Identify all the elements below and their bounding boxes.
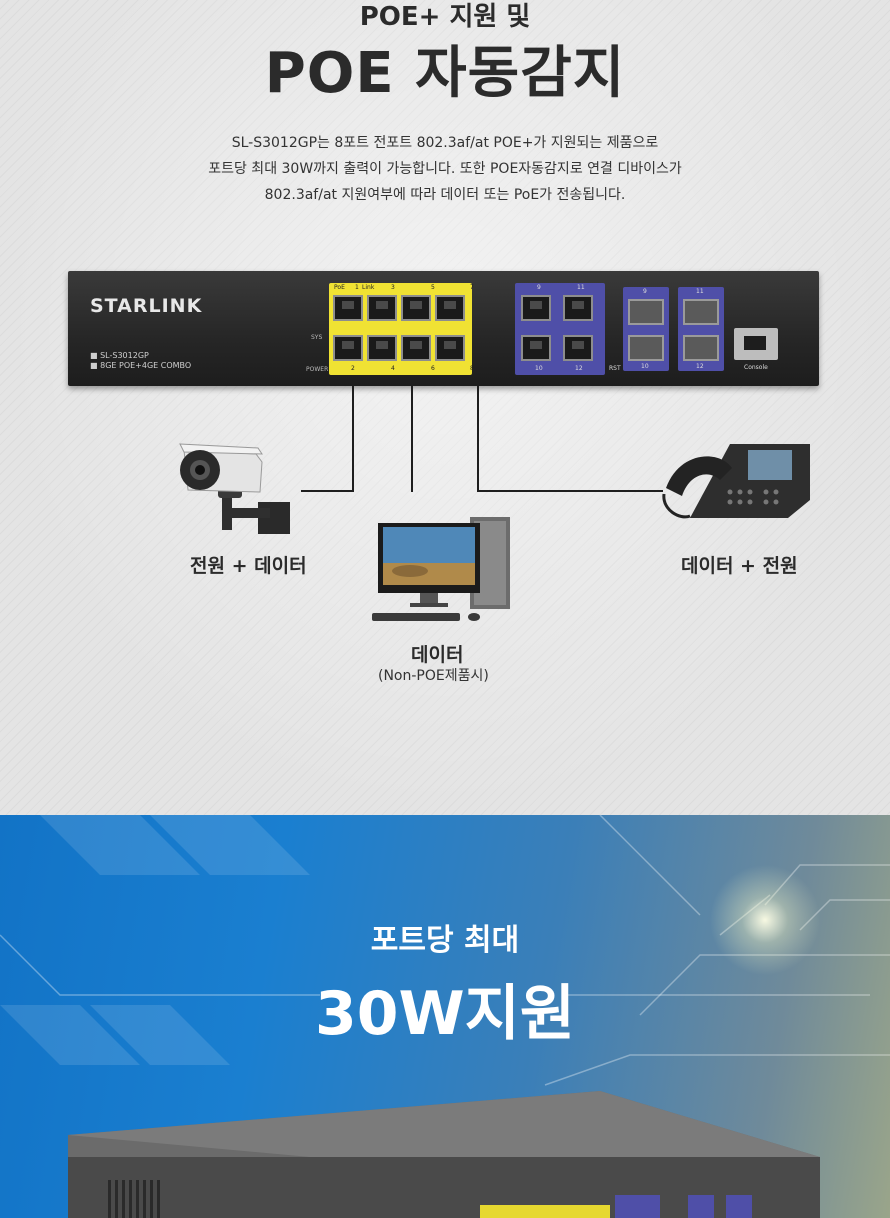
port-label: 11 — [696, 288, 704, 295]
connection-line — [301, 490, 354, 492]
ethernet-port — [563, 295, 593, 321]
switch-3d-image — [68, 1091, 820, 1218]
port-label: 11 — [577, 284, 585, 291]
sfp-port-group: 11 12 — [678, 287, 724, 371]
sfp-port-group: 9 10 — [623, 287, 669, 371]
light-glow — [700, 855, 830, 985]
power-led-label: POWER — [306, 366, 329, 373]
ethernet-port — [367, 335, 397, 361]
port-label: 1 — [355, 284, 359, 291]
port-label: 6 — [431, 365, 435, 372]
port-label: 7 — [470, 284, 474, 291]
port-label: 9 — [643, 288, 647, 295]
console-label: Console — [744, 364, 768, 371]
section-title: POE 자동감지 — [264, 41, 626, 106]
port-label: Link — [362, 284, 375, 291]
ethernet-port — [401, 335, 431, 361]
pc-label: 데이터 — [411, 644, 464, 666]
connection-line — [352, 386, 354, 492]
model-line-2: ■ 8GE POE+4GE COMBO — [90, 361, 192, 370]
ethernet-port — [333, 335, 363, 361]
max-power-section: 포트당 최대 30W지원 — [0, 815, 890, 1218]
port-label: 10 — [535, 365, 543, 372]
section-description: SL-S3012GP는 8포트 전포트 802.3af/at POE+가 지원되… — [0, 130, 890, 208]
port-label: 12 — [575, 365, 583, 372]
port-label: 12 — [696, 363, 704, 370]
port-label: 10 — [641, 363, 649, 370]
sfp-port — [628, 335, 664, 361]
circuit-background-graphic — [0, 815, 890, 1086]
port-label: 2 — [351, 365, 355, 372]
ethernet-port — [435, 335, 465, 361]
port-label: 8 — [470, 365, 474, 372]
port-label: 5 — [431, 284, 435, 291]
ip-phone-icon — [662, 444, 810, 519]
connection-line — [411, 386, 413, 492]
ethernet-port — [333, 295, 363, 321]
sfp-port — [628, 299, 664, 325]
connection-line — [477, 490, 663, 492]
section-subtitle: POE+ 지원 및 — [359, 2, 531, 32]
combo-port-group: 9 11 10 12 — [515, 283, 605, 375]
console-port — [734, 328, 778, 360]
cctv-camera-icon — [179, 443, 290, 534]
sys-led-label: SYS — [311, 334, 323, 341]
background-highlight — [0, 0, 890, 815]
ethernet-port — [435, 295, 465, 321]
connection-line — [477, 386, 479, 492]
reset-label: RST — [609, 365, 621, 372]
port-label: 4 — [391, 365, 395, 372]
description-line-2: 포트당 최대 30W까지 출력이 가능합니다. 또한 POE자동감지로 연결 디… — [208, 161, 682, 177]
ethernet-port — [563, 335, 593, 361]
phone-label: 데이터 + 전원 — [681, 555, 798, 577]
poe-port-group: PoE 1 Link 3 5 7 2 4 6 8 — [329, 283, 474, 375]
description-line-1: SL-S3012GP는 8포트 전포트 802.3af/at POE+가 지원되… — [231, 135, 659, 151]
pc-sublabel: (Non-POE제품시) — [378, 668, 489, 684]
model-line-1: ■ SL-S3012GP — [90, 351, 149, 360]
ethernet-port — [367, 295, 397, 321]
desktop-pc-icon — [372, 517, 510, 621]
sfp-port — [683, 299, 719, 325]
switch-model-text: ■ SL-S3012GP ■ 8GE POE+4GE COMBO — [90, 351, 191, 371]
port-label: PoE — [334, 284, 345, 291]
camera-label: 전원 + 데이터 — [190, 555, 307, 577]
sfp-port — [683, 335, 719, 361]
description-line-3: 802.3af/at 지원여부에 따라 데이터 또는 PoE가 전송됩니다. — [264, 187, 626, 203]
poe-auto-detect-section: POE+ 지원 및 POE 자동감지 SL-S3012GP는 8포트 전포트 8… — [0, 0, 890, 815]
ethernet-port — [521, 295, 551, 321]
ethernet-port — [521, 335, 551, 361]
ethernet-port — [401, 295, 431, 321]
port-label: 9 — [537, 284, 541, 291]
power-subtitle: 포트당 최대 — [370, 923, 520, 958]
switch-brand-logo: STARLINK — [90, 295, 203, 317]
network-switch-image: STARLINK ■ SL-S3012GP ■ 8GE POE+4GE COMB… — [68, 271, 819, 386]
port-label: 3 — [391, 284, 395, 291]
power-title: 30W지원 — [314, 979, 576, 1049]
